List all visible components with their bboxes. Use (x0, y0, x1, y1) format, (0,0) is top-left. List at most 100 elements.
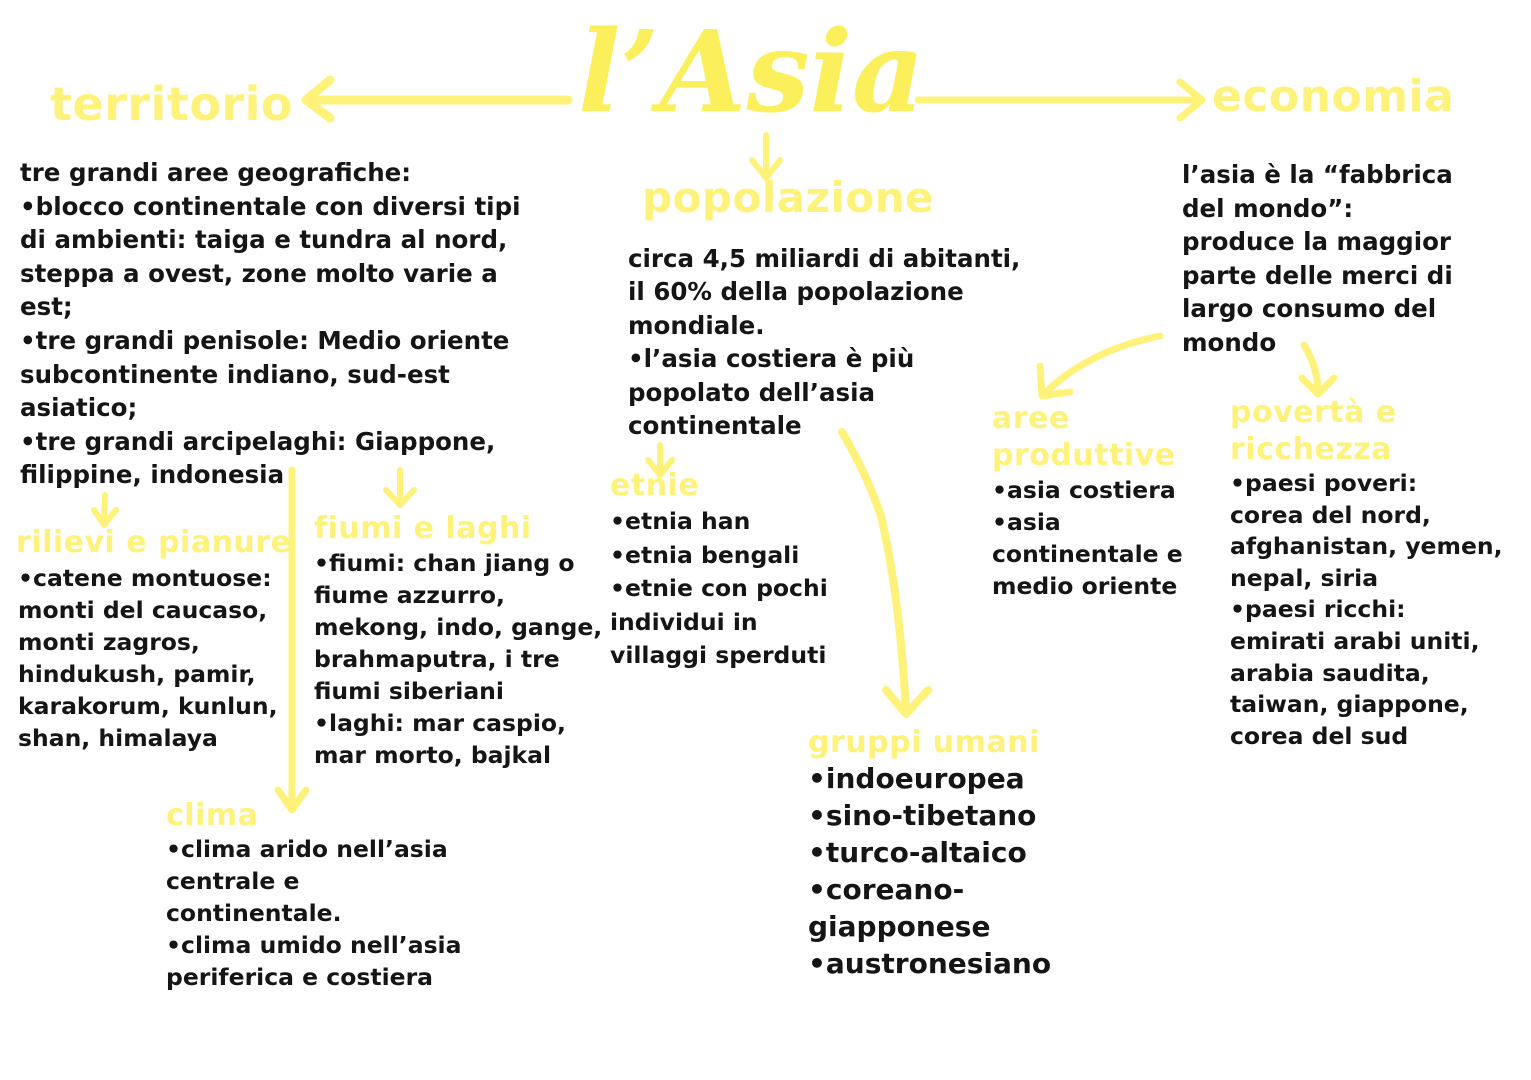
arrow-to-clima (274, 466, 310, 814)
rilievi-item: shan, himalaya (18, 724, 218, 752)
fiumi-item: •fiumi: chan jiang o (314, 549, 575, 577)
poverta-item: afghanistan, yemen, (1230, 532, 1503, 561)
poverta-item: emirati arabi uniti, (1230, 626, 1480, 655)
territorio-line: •tre grandi penisole: Medio oriente (20, 325, 510, 355)
gruppi-item: •turco-altaico (808, 836, 1027, 869)
heading-territorio: territorio (50, 77, 293, 131)
arrow-to-aree (1036, 332, 1164, 400)
rilievi-list: •catene montuose: monti del caucaso, mon… (18, 562, 278, 754)
popolazione-line: •l’asia costiera è più (628, 344, 915, 374)
economia-line: parte delle merci di (1182, 260, 1453, 290)
main-title: l’Asia (578, 7, 925, 138)
rilievi-item: hindukush, pamir, (18, 660, 256, 688)
clima-item: •clima arido nell’asia (166, 835, 448, 863)
arrow-to-etnie (645, 442, 675, 478)
fiumi-list: •fiumi: chan jiang o fiume azzurro, meko… (314, 547, 602, 771)
heading-rilievi: rilievi e pianure (16, 525, 292, 560)
aree-item: •asia (992, 508, 1061, 536)
arrow-to-territorio (301, 75, 573, 123)
territorio-line: di ambienti: taiga e tundra al nord, (20, 225, 508, 255)
heading-aree: aree produttive (992, 400, 1176, 474)
heading-popolazione: popolazione (642, 173, 935, 222)
heading-clima: clima (166, 798, 259, 833)
aree-item: •asia costiera (992, 476, 1176, 504)
etnie-list: •etnia han •etnia bengali •etnie con poc… (610, 505, 828, 673)
rilievi-item: •catene montuose: (18, 564, 272, 592)
heading-economia: economia (1212, 71, 1455, 122)
heading-aree-line: produttive (992, 438, 1176, 473)
territorio-line: est; (20, 292, 73, 322)
poverta-item: •paesi poveri: (1230, 469, 1418, 497)
poverta-item: taiwan, giappone, (1230, 690, 1469, 719)
poverta-list: •paesi poveri: corea del nord, afghanist… (1230, 468, 1503, 752)
fiumi-item: fiume azzurro, (314, 581, 505, 609)
economia-line: l’asia è la “fabbrica (1182, 160, 1453, 189)
aree-list: •asia costiera •asia continentale e medi… (992, 474, 1183, 602)
heading-poverta-line: povertà e (1230, 395, 1397, 430)
poverta-item: arabia saudita, (1230, 658, 1430, 687)
rilievi-item: karakorum, kunlun, (18, 692, 278, 720)
clima-item: •clima umido nell’asia (166, 931, 462, 959)
poverta-item: corea del sud (1230, 721, 1409, 750)
gruppi-item: •indoeuropea (808, 762, 1025, 795)
popolazione-line: circa 4,5 miliardi di abitanti, (628, 244, 1021, 273)
economia-line: mondo (1182, 327, 1277, 357)
gruppi-item: •sino-tibetano (808, 799, 1037, 832)
etnie-item: •etnie con pochi (610, 574, 828, 602)
territorio-line: tre grandi aree geografiche: (20, 158, 412, 187)
popolazione-line: continentale (628, 411, 802, 441)
fiumi-item: mekong, indo, gange, (314, 613, 603, 641)
arrow-to-fiumi (383, 467, 417, 508)
fiumi-item: •laghi: mar caspio, (314, 709, 566, 737)
territorio-intro: tre grandi aree geografiche: •blocco con… (20, 156, 521, 492)
territorio-line: •blocco continentale con diversi tipi (20, 191, 521, 221)
poverta-item: corea del nord, (1230, 500, 1431, 529)
clima-item: periferica e costiera (166, 963, 434, 991)
fiumi-item: mar morto, bajkal (314, 741, 552, 769)
economia-line: produce la maggior (1182, 227, 1452, 257)
gruppi-list: •indoeuropea •sino-tibetano •turco-altai… (808, 760, 1051, 982)
rilievi-item: monti zagros, (18, 628, 200, 656)
gruppi-item: •coreano- (808, 873, 965, 906)
economia-line: del mondo”: (1182, 193, 1354, 223)
gruppi-item: giapponese (808, 910, 991, 943)
poverta-item: nepal, siria (1230, 563, 1379, 592)
etnie-item: •etnia bengali (610, 540, 800, 569)
territorio-line: filippine, indonesia (20, 460, 285, 490)
heading-gruppi: gruppi umani (808, 725, 1040, 760)
arrow-to-gruppi (838, 428, 932, 718)
rilievi-item: monti del caucaso, (18, 596, 268, 624)
gruppi-item: •austronesiano (808, 947, 1052, 980)
arrow-to-economia (914, 78, 1206, 122)
heading-etnie: etnie (610, 468, 700, 503)
clima-item: centrale e (166, 867, 300, 895)
aree-item: medio oriente (992, 572, 1178, 600)
popolazione-line: popolato dell’asia (628, 377, 876, 407)
arrow-to-popolazione (749, 132, 783, 181)
arrow-to-rilievi (91, 492, 119, 528)
clima-list: •clima arido nell’asia centrale e contin… (166, 833, 461, 993)
clima-item: continentale. (166, 899, 342, 927)
popolazione-line: mondiale. (628, 310, 765, 340)
fiumi-item: brahmaputra, i tre (314, 645, 560, 673)
popolazione-line: il 60% della popolazione (628, 277, 964, 307)
economia-line: largo consumo del (1182, 294, 1437, 324)
poverta-item: •paesi ricchi: (1230, 595, 1406, 624)
territorio-line: asiatico; (20, 393, 138, 423)
territorio-line: steppa a ovest, zone molto varie a (20, 258, 498, 288)
territorio-line: •tre grandi arcipelaghi: Giappone, (20, 426, 496, 456)
heading-fiumi: fiumi e laghi (314, 511, 532, 546)
arrow-to-poverta (1298, 341, 1338, 398)
economia-intro: l’asia è la “fabbrica del mondo”: produc… (1182, 158, 1453, 360)
fiumi-item: fiumi siberiani (314, 677, 504, 705)
territorio-line: subcontinente indiano, sud-est (20, 359, 450, 389)
heading-aree-line: aree (992, 401, 1070, 436)
aree-item: continentale e (992, 540, 1183, 568)
popolazione-intro: circa 4,5 miliardi di abitanti, il 60% d… (628, 242, 1020, 442)
etnie-item: individui in (610, 607, 758, 636)
heading-poverta-line: ricchezza (1230, 432, 1393, 467)
etnie-item: •etnia han (610, 507, 751, 535)
etnie-item: villaggi sperduti (610, 641, 827, 669)
heading-poverta: povertà e ricchezza (1230, 394, 1397, 468)
